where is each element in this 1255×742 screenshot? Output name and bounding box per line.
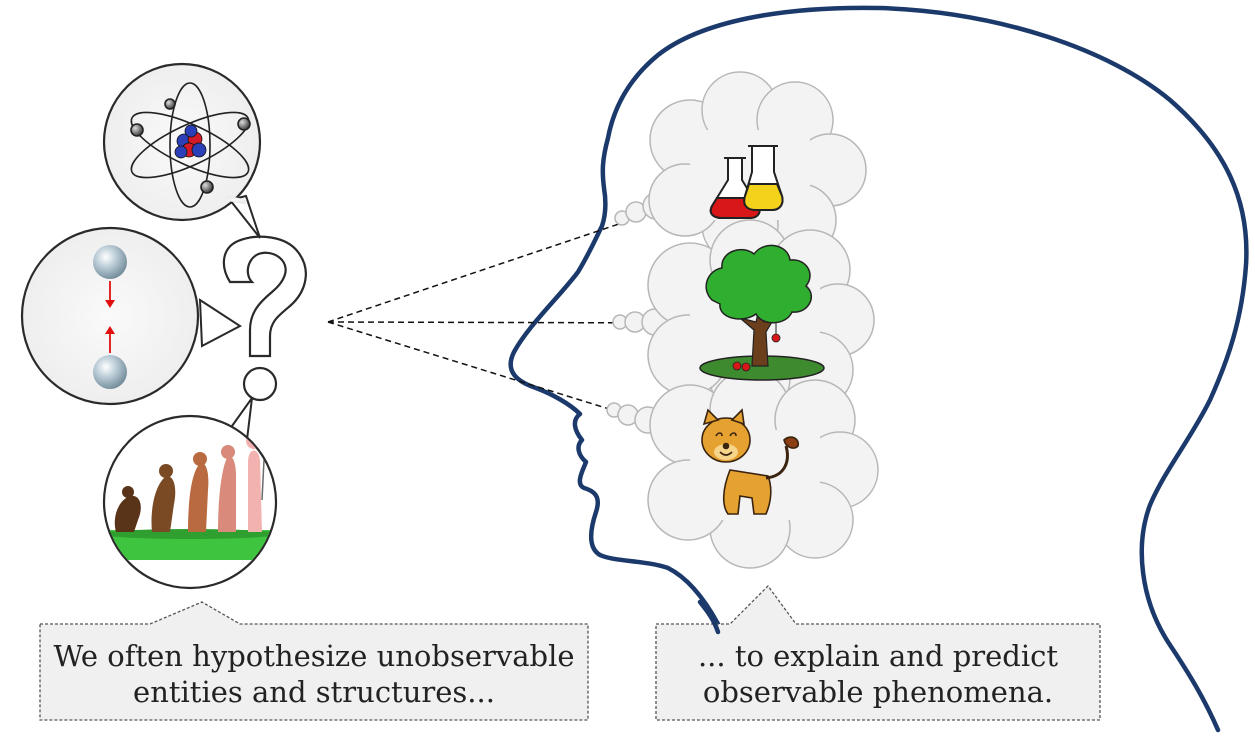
apple-tree-icon [699,244,825,381]
atom-bubble [102,62,262,239]
cloud-lion [647,369,879,569]
lion-cub-icon [701,408,800,515]
atom-icon [130,82,251,208]
question-mark-icon [222,235,307,402]
caption-right-line2: observable phenomena. [703,675,1053,709]
caption-left-line1: We often hypothesize unobservable [53,639,574,673]
caption-left-line2: entities and structures... [133,675,495,709]
chemistry-flasks-icon [709,145,784,219]
caption-right-line1: ... to explain and predict [698,639,1058,673]
attracting-spheres-icon [93,245,127,389]
caption-box-left: We often hypothesize unobservable entiti… [39,601,589,721]
caption-box-right: ... to explain and predict observable ph… [655,585,1101,721]
attraction-bubble [20,226,242,406]
head-silhouette-icon [508,5,1249,733]
dashed-arrow-to-flasks [327,200,690,323]
evolution-bubble [102,397,278,590]
head-neck-front [697,599,721,635]
